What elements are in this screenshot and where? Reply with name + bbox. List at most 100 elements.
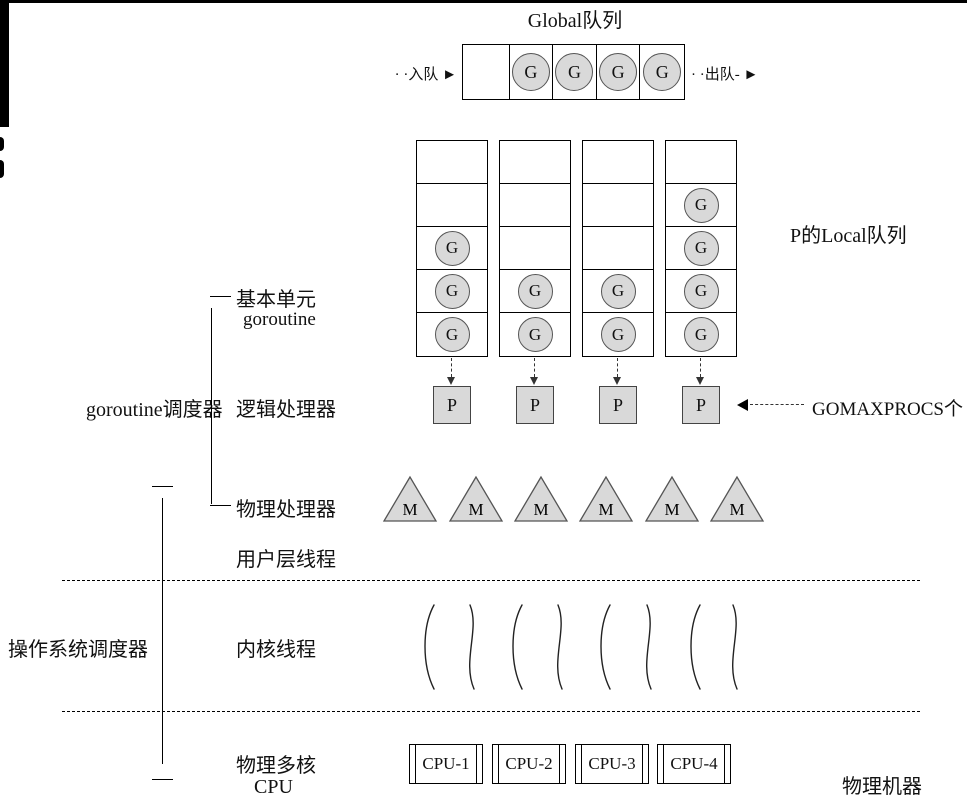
goroutine-scheduler-label: goroutine调度器 [86,399,223,421]
local-queue-slot: G [666,313,736,356]
machine-thread-label: M [729,500,744,519]
local-queue-column: G G G [416,140,488,357]
local-queue-slot: G [500,313,570,356]
goroutine-label: goroutine [243,309,316,330]
cpu-box: CPU-2 [492,744,566,784]
goroutine-circle: G [517,317,553,352]
goroutine-circle: G [511,53,550,91]
goroutine-circle: G [555,53,594,91]
local-queue-slot [417,184,487,227]
goroutine-circle: G [683,230,719,266]
scan-artifact [0,160,4,178]
goroutine-scheduler-bracket-bottom-tick [210,505,231,506]
local-queue-slot: G [500,270,570,313]
global-queue-slot: G [553,45,597,99]
os-scheduler-bracket-top-tick [152,486,173,487]
goroutine-circle: G [643,53,682,91]
physical-processor-label: 物理处理器 [236,499,336,521]
kernel-thread-curve [690,604,701,690]
logical-processor-box: P [433,386,471,424]
local-queue-label: P的Local队列 [790,225,907,247]
goroutine-circle: G [600,317,636,352]
goroutine-circle: G [600,273,636,309]
logical-processor-box: P [682,386,720,424]
local-queue-slot [666,141,736,184]
user-threads-label: 用户层线程 [236,549,336,571]
goroutine-circle: G [434,273,470,309]
scan-artifact-top-border [0,0,967,3]
basic-unit-label: 基本单元 [236,289,316,311]
local-queue-slot [500,227,570,270]
local-queue-column: G G [582,140,654,357]
logical-processor-box: P [599,386,637,424]
local-queue-slot: G [417,270,487,313]
local-queue-slot: G [666,184,736,227]
machine-thread-label: M [664,500,679,519]
goroutine-circle: G [599,53,638,91]
global-queue-slot: G [510,45,554,99]
cpu-box: CPU-1 [409,744,483,784]
kernel-thread-curve [469,604,475,690]
machine-thread-triangle: M [644,475,700,522]
goroutine-circle: G [683,187,719,223]
global-queue-title: Global队列 [527,10,623,32]
cpu-box: CPU-4 [657,744,731,784]
local-queue-slot: G [583,313,653,356]
local-queue-slot: G [666,227,736,270]
goroutine-scheduler-bracket-top-tick [210,296,231,297]
os-scheduler-bracket-bottom-tick [152,779,173,780]
dashed-arrow-down [700,358,701,377]
os-scheduler-bracket-line [162,498,163,764]
global-queue-slot: G [597,45,641,99]
logical-processor-box: P [516,386,554,424]
global-queue-slot: G [640,45,684,99]
machine-thread-label: M [533,500,548,519]
local-queue-slot: G [666,270,736,313]
local-queue-column: G G G G [665,140,737,357]
arrow-left-icon [737,399,748,411]
arrow-down-icon [613,377,621,385]
physical-machine-label: 物理机器 [842,776,922,798]
global-queue: G G G G [462,44,685,100]
machine-thread-triangle: M [709,475,765,522]
local-queue-slot [500,141,570,184]
goroutine-circle: G [683,273,719,309]
kernel-threads-label: 内核线程 [236,639,316,661]
machine-thread-triangle: M [382,475,438,522]
goroutine-circle: G [434,230,470,266]
local-queue-slot: G [417,227,487,270]
kernel-thread-curve [732,604,738,690]
local-queue-slot: G [417,313,487,356]
dequeue-label: · ·出队- ► [691,67,759,83]
machine-thread-label: M [402,500,417,519]
kernel-thread-curve [646,604,652,690]
dashed-arrow-down [451,358,452,377]
goroutine-scheduler-bracket-line [211,308,212,504]
local-queue-slot [583,227,653,270]
enqueue-label: · ·入队 ► [394,67,457,83]
kernel-thread-curve [600,604,611,690]
machine-thread-triangle: M [448,475,504,522]
global-queue-empty-slot [463,45,510,99]
physical-cpu-label-line2: CPU [254,776,293,798]
logical-processor-label: 逻辑处理器 [236,399,336,421]
dashed-arrow-down [617,358,618,377]
arrow-down-icon [696,377,704,385]
cpu-box: CPU-3 [575,744,649,784]
goroutine-circle: G [683,317,719,352]
local-queue-slot: G [583,270,653,313]
local-queue-slot [583,184,653,227]
gomaxprocs-label: GOMAXPROCS个 [812,399,963,420]
user-kernel-separator [62,580,920,581]
os-scheduler-label: 操作系统调度器 [8,639,148,661]
kernel-hardware-separator [62,711,920,712]
dashed-arrow-down [534,358,535,377]
machine-thread-triangle: M [578,475,634,522]
goroutine-circle: G [434,317,470,352]
machine-thread-triangle: M [513,475,569,522]
kernel-thread-curve [424,604,435,690]
kernel-thread-curve [557,604,563,690]
scan-artifact [0,137,4,151]
physical-cpu-label-line1: 物理多核 [236,755,316,777]
arrow-down-icon [447,377,455,385]
